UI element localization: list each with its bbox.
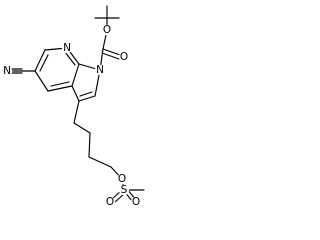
- carbonyl-oxygen-label: O: [120, 51, 128, 63]
- bond-c5-to-c4: [34, 70, 49, 92]
- chain-oxygen-atom: O: [116, 173, 128, 185]
- sulfonyl-oxygen-right-atom: O: [130, 196, 142, 208]
- pyrrole-nitrogen-atom: N: [94, 64, 106, 76]
- ester-oxygen-label: O: [103, 24, 111, 36]
- pyrrole-nitrogen-label: N: [96, 64, 104, 76]
- bond-chain-2: [73, 122, 91, 134]
- bond-carbonyl-double-b: [101, 52, 123, 61]
- bond-c4-to-c3a: [47, 85, 73, 92]
- bond-chain-3: [88, 132, 91, 158]
- sulfonyl-oxygen-left-label: O: [106, 196, 114, 208]
- bonds: [8, 5, 145, 204]
- bond-pyrrole-c2-to-c3: [78, 95, 96, 102]
- bond-c6-to-c5: [34, 49, 46, 72]
- ring-nitrogen-atom: N: [61, 42, 73, 54]
- chemical-structure-diagram: N N O O N O S O: [1, 5, 145, 208]
- bond-c6-c5-inner: [39, 54, 49, 72]
- bond-c7a-to-c3a: [71, 63, 80, 87]
- bond-chain-4: [88, 156, 112, 168]
- sulfonyl-oxygen-right-label: O: [132, 196, 140, 208]
- ester-oxygen-atom: O: [101, 24, 113, 36]
- bond-pyrrole-c3-to-c3a: [71, 85, 80, 102]
- sulfur-label: S: [121, 184, 128, 196]
- sulfonyl-oxygen-left-atom: O: [104, 196, 116, 208]
- nitrile-nitrogen-atom: N: [1, 65, 13, 77]
- bond-c4-c3a-inner: [50, 81, 70, 87]
- chain-oxygen-label: O: [118, 173, 126, 185]
- carbonyl-oxygen-atom: O: [118, 51, 130, 63]
- sulfur-atom: S: [118, 184, 130, 196]
- nitrile-nitrogen-label: N: [3, 65, 11, 77]
- bond-chain-1: [73, 100, 80, 124]
- bond-pyrrole-c2-c3-inner: [79, 91, 93, 97]
- atom-labels: N N O O N O S O: [1, 24, 142, 208]
- bond-c7a-pyridine-n-inner: [64, 51, 76, 66]
- ring-nitrogen-label: N: [63, 42, 71, 54]
